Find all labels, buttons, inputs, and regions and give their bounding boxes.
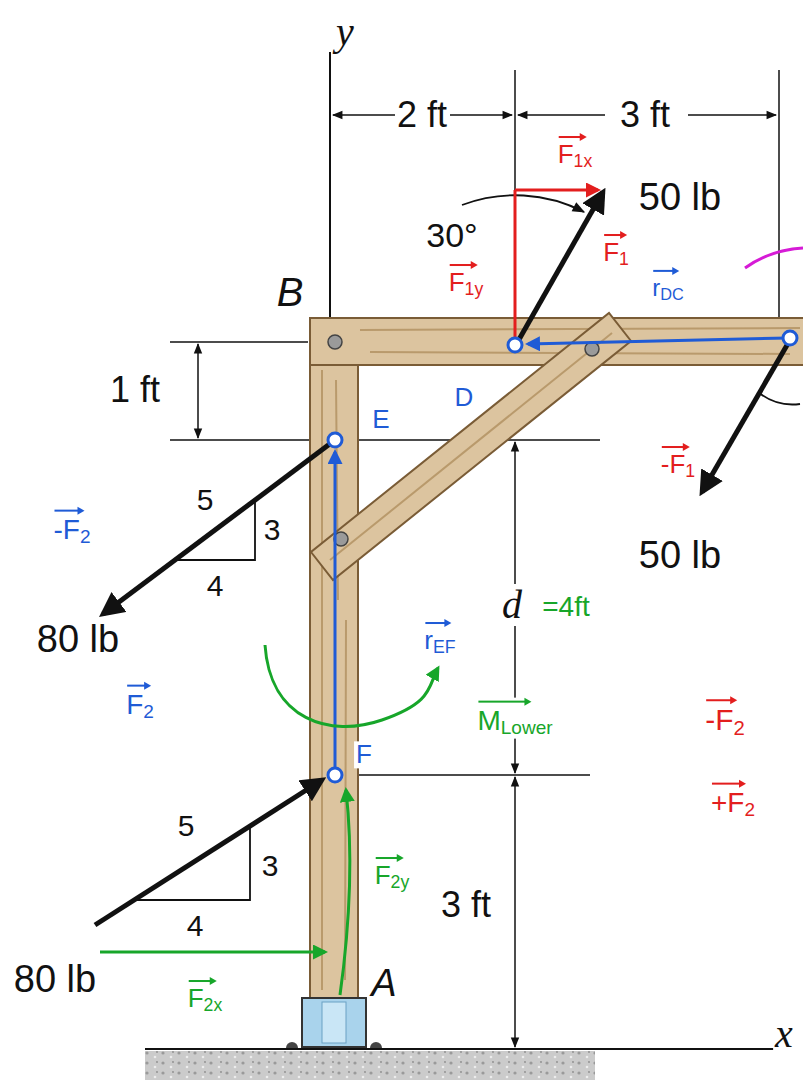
frame-path	[462, 195, 584, 212]
frame-path	[100, 951, 325, 954]
dimension-label: 2 ft	[395, 96, 449, 134]
frame-line	[345, 774, 590, 776]
frame-path	[517, 192, 603, 343]
dimension-label: 4	[185, 910, 206, 942]
frame-line	[170, 439, 600, 441]
dimension-label: d	[500, 584, 524, 626]
vector-label: rEF	[422, 619, 457, 657]
vector-label: F2	[124, 682, 156, 723]
dimension-label: 1 ft	[108, 371, 162, 409]
vector-label: F1x	[556, 133, 595, 171]
dimension-label: 80 lb	[12, 960, 98, 1000]
frame-path	[702, 340, 790, 492]
vector-label: -F1	[659, 443, 697, 481]
dimension-label: 4	[205, 570, 226, 602]
frame-path	[518, 114, 605, 116]
frame-path	[340, 790, 350, 995]
vector-label: -F2	[51, 507, 92, 548]
frame-circle	[508, 338, 522, 352]
frame-path	[528, 338, 788, 344]
dimension-label: B	[275, 271, 306, 313]
frame-path	[450, 114, 512, 116]
dimension-label: 80 lb	[35, 620, 121, 660]
vector-label: -F2	[703, 696, 747, 740]
dimension-label: =4ft	[540, 592, 591, 621]
frame-path	[330, 333, 612, 560]
dimension-label: 50 lb	[637, 178, 723, 218]
dimension-label: 5	[176, 810, 197, 842]
dimension-label: 3	[262, 514, 283, 546]
dimension-label: y	[334, 11, 356, 53]
dimension-label: 30°	[424, 218, 479, 254]
frame-line	[170, 341, 308, 343]
frame-line	[145, 1048, 795, 1050]
frame-circle	[328, 768, 342, 782]
frame-path	[286, 1042, 298, 1048]
vector-label: F2x	[186, 977, 225, 1015]
frame-path	[95, 780, 322, 925]
dimension-label: 3 ft	[618, 96, 672, 134]
frame-path	[745, 248, 803, 268]
frame-path	[322, 370, 346, 990]
frame-rect	[145, 1051, 595, 1080]
frame-path	[333, 114, 395, 116]
frame-circle	[328, 335, 342, 349]
frame-path	[197, 344, 199, 438]
frame-path	[514, 777, 516, 1047]
dimension-label: x	[773, 1013, 795, 1055]
dimension-label: A	[369, 964, 398, 1004]
vector-label: F1y	[447, 261, 486, 299]
vector-label: MLower	[475, 698, 554, 739]
dimension-label: 50 lb	[637, 536, 723, 576]
frame-polygon	[311, 313, 631, 580]
frame-path	[515, 189, 598, 192]
vector-label: +F2	[709, 780, 757, 821]
frame-rect	[302, 998, 366, 1047]
vector-label: F1	[601, 231, 631, 269]
dimension-label: 5	[195, 484, 216, 516]
frame-path	[688, 114, 776, 116]
vector-label: rDC	[650, 267, 686, 303]
frame-path	[758, 392, 800, 404]
frame-rect	[322, 1002, 346, 1043]
dimension-label: 3 ft	[439, 886, 493, 924]
frame-path	[370, 1042, 382, 1048]
frame-path	[334, 452, 337, 768]
frame-circle	[328, 433, 342, 447]
frame-rect	[310, 318, 358, 1000]
frame-path	[265, 645, 438, 726]
frame-line	[778, 70, 780, 318]
frame-path	[103, 440, 335, 614]
frame-circle	[783, 331, 797, 345]
dimension-label: E	[370, 406, 391, 433]
vector-label: F2y	[373, 854, 412, 892]
frame-line	[514, 190, 517, 345]
dimension-label: 3	[260, 850, 281, 882]
dimension-label: D	[453, 384, 476, 411]
dimension-label: F	[354, 741, 374, 768]
